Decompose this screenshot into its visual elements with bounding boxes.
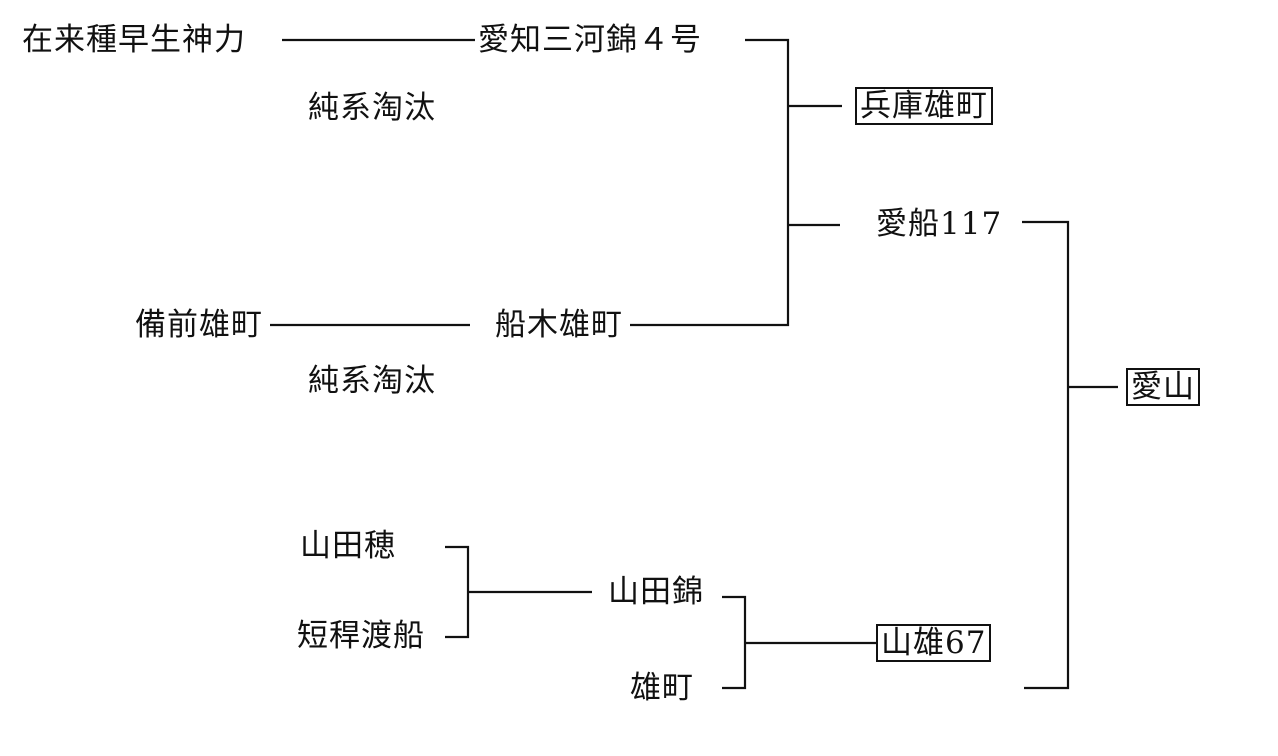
node-aifune117: 愛船117 [876, 206, 1003, 242]
node-hyogo-omachi: 兵庫雄町 [855, 87, 993, 125]
node-yamadanishiki: 山田錦 [608, 574, 704, 610]
bracket-sanyu67 [722, 595, 747, 690]
node-yamadaho: 山田穂 [300, 528, 396, 564]
node-sanyu67: 山雄67 [876, 624, 992, 662]
node-aiyama: 愛山 [1126, 368, 1200, 406]
node-omachi: 雄町 [630, 670, 694, 706]
bracket-aiyama [1022, 220, 1070, 690]
bracket-hyogo-aifune [630, 38, 790, 327]
node-zairai: 在来種早生神力 [22, 22, 246, 58]
node-bizen-omachi: 備前雄町 [135, 307, 263, 343]
method-pure-line-1: 純系淘汰 [308, 90, 436, 126]
node-funaki-omachi: 船木雄町 [495, 307, 623, 343]
node-aichi-mikawa: 愛知三河錦４号 [478, 22, 702, 58]
node-tankan-watarifune: 短稈渡船 [297, 618, 425, 654]
bracket-yamadanishiki [445, 545, 470, 639]
method-pure-line-2: 純系淘汰 [308, 363, 436, 399]
